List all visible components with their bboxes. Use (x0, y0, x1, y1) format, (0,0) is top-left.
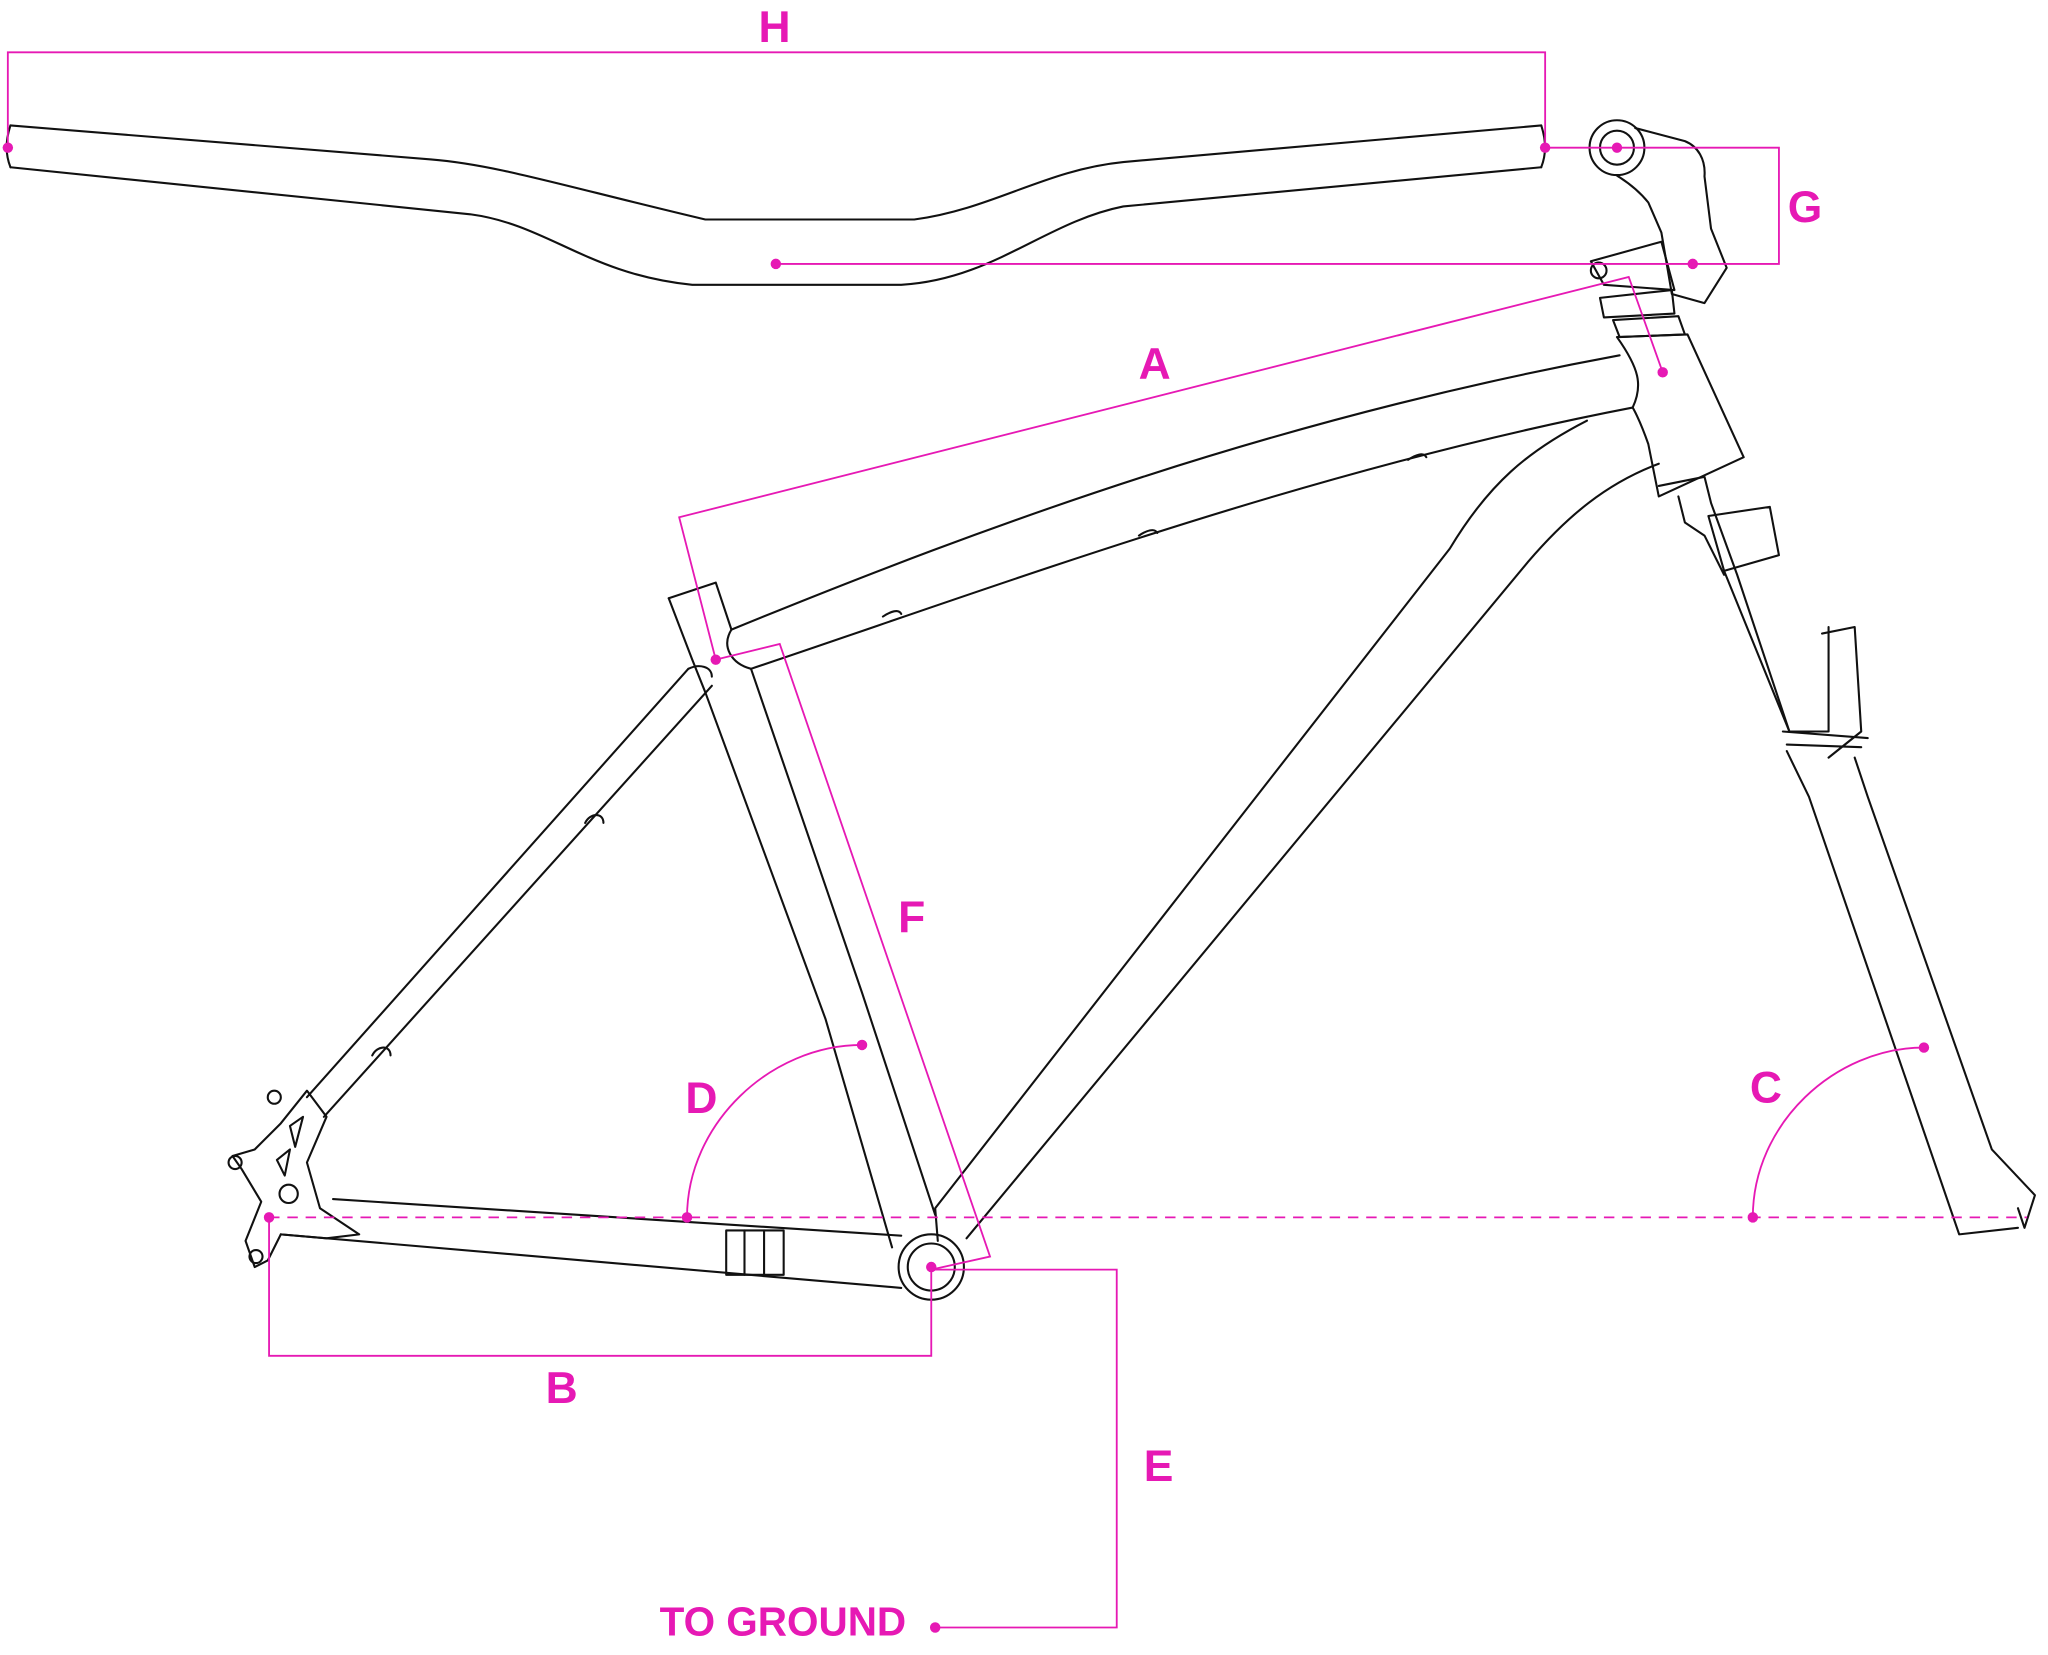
label-f: F (898, 894, 925, 943)
dimension-e: E TO GROUND (660, 1268, 1174, 1644)
label-d: D (685, 1074, 717, 1123)
head-tube (1615, 333, 1745, 498)
to-ground-label: TO GROUND (660, 1598, 907, 1644)
stem (1588, 119, 1728, 339)
label-h: H (758, 3, 790, 52)
dimension-h: H (2, 3, 1551, 153)
rear-dropout (227, 1089, 361, 1269)
down-tube (934, 419, 1660, 1242)
label-g: G (1788, 183, 1823, 232)
seat-stay (305, 665, 713, 1118)
angle-d: D (681, 1039, 868, 1223)
label-a: A (1139, 340, 1171, 389)
dimension-b: B (263, 1212, 937, 1413)
dimension-g: G (770, 142, 1823, 270)
chainstay (279, 1198, 903, 1289)
label-e: E (1144, 1442, 1174, 1491)
dimension-f: F (715, 642, 992, 1271)
angle-c: C (1747, 1042, 1930, 1223)
fork (1657, 475, 2036, 1236)
label-b: B (546, 1364, 578, 1413)
seat-tube (667, 581, 937, 1249)
top-tube (726, 354, 1634, 670)
dimension-a: A (678, 275, 1668, 665)
label-c: C (1750, 1063, 1782, 1112)
